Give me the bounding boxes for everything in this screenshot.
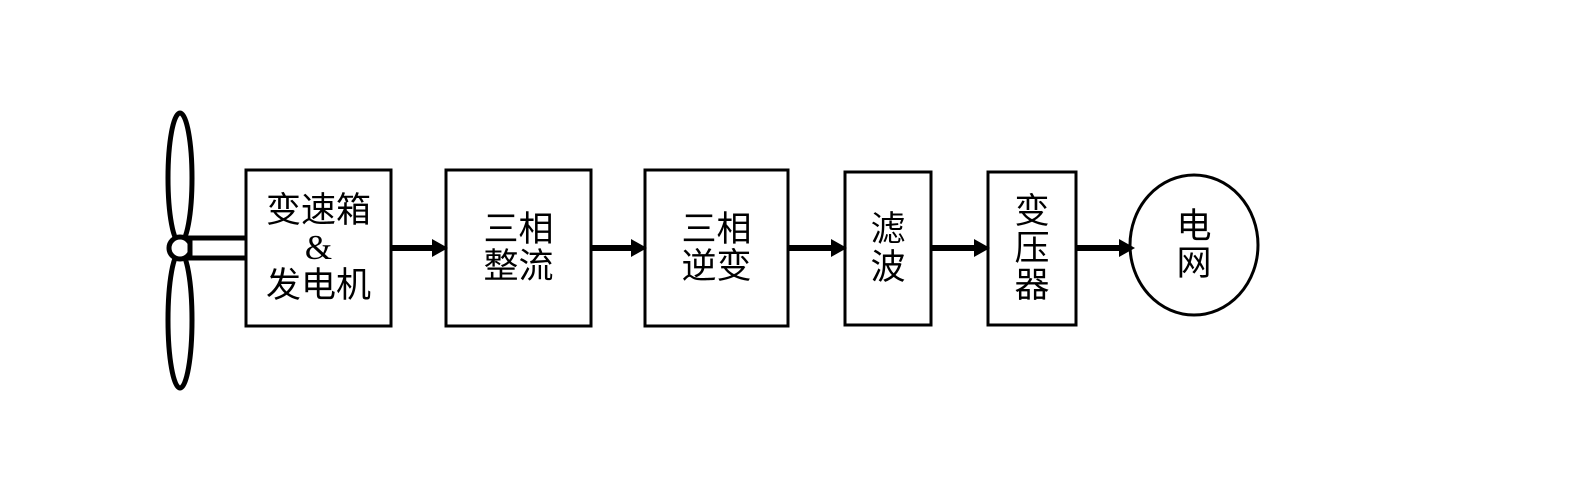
connector-arrow-gearbox-to-rectifier — [391, 239, 448, 257]
connector-arrow-inverter-to-filter — [788, 239, 847, 257]
connector-arrow-rectifier-to-inverter — [591, 239, 647, 257]
node-three-phase-rectifier[interactable] — [444, 168, 593, 328]
shaft-body — [187, 235, 251, 261]
wind-turbine-node[interactable] — [165, 110, 195, 391]
connector-shaft — [187, 235, 251, 261]
node-gearbox-generator[interactable] — [244, 168, 393, 328]
node-filter[interactable] — [843, 170, 933, 327]
node-power-grid[interactable] — [1128, 173, 1260, 317]
connector-arrow-transformer-to-grid — [1076, 239, 1135, 257]
node-transformer[interactable] — [986, 170, 1078, 327]
turbine-blade-bottom-icon — [165, 249, 195, 391]
connector-arrow-filter-to-transformer — [931, 239, 990, 257]
turbine-blade-top-icon — [165, 110, 195, 246]
node-three-phase-inverter[interactable] — [643, 168, 790, 328]
